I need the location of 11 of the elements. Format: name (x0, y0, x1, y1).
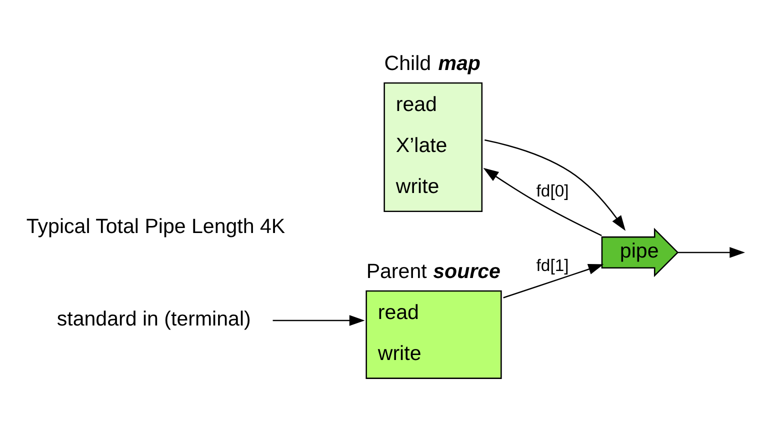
node-label: Parent source (366, 260, 500, 283)
edge-label: fd[1] (536, 256, 569, 275)
edge-label: fd[0] (536, 181, 569, 200)
arrow (678, 247, 746, 258)
arrow (483, 168, 602, 236)
node-text: standard in (terminal) (56, 307, 251, 330)
node-label: Child map (384, 52, 480, 75)
label: Typical Total Pipe Length 4K (26, 214, 286, 238)
arrow (484, 139, 626, 231)
arrow (503, 264, 604, 298)
arrow (272, 315, 365, 326)
